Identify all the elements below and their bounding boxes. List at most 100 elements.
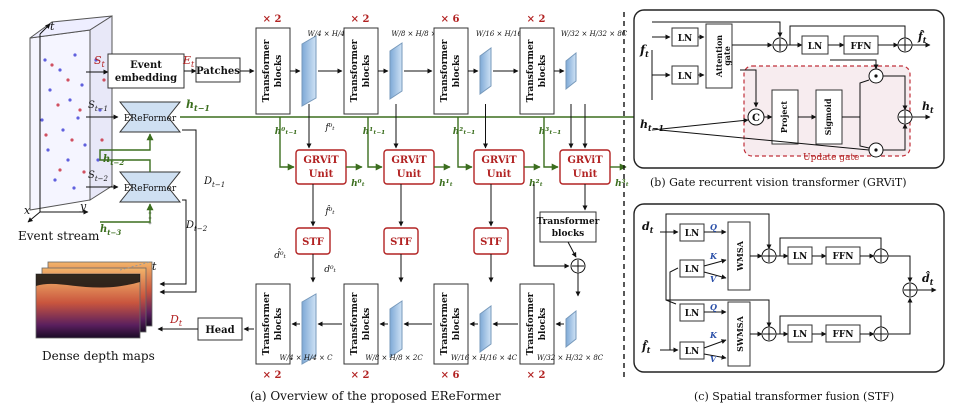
head-label: Head: [205, 325, 234, 336]
ereformer-block-t2: EReFormer: [118, 171, 182, 203]
event-embedding-line2: embedding: [115, 73, 177, 84]
dims-label: W/8 × H/8 × 2C: [391, 30, 449, 38]
stf-ln-2: [679, 259, 705, 278]
dims-label: W/16 × H/16 × 4C: [476, 30, 543, 38]
feature-slab: [479, 47, 492, 95]
axis-t-label: t: [50, 20, 55, 33]
attention-gate-line1: Attention: [714, 35, 724, 78]
repeat-label: × 2: [527, 14, 546, 25]
feature-slab: [479, 305, 492, 353]
h-in-label: h¹ₜ₋₁: [363, 127, 386, 137]
ereformer-label: EReFormer: [124, 184, 177, 194]
feature-slab: [565, 309, 577, 349]
transformer-block-label: Transformer: [526, 292, 536, 355]
feature-slab: [301, 293, 317, 365]
stf-panel: [633, 203, 945, 373]
dims-label: W/32 × H/32 × 8C: [537, 354, 604, 362]
grvit-unit-label: GRViT: [567, 155, 603, 166]
transformer-block-label: Transformer: [440, 292, 450, 355]
transformer-block-bottom: [255, 283, 291, 365]
ereformer-label: EReFormer: [124, 114, 177, 124]
svg-text:Q: Q: [710, 222, 717, 232]
dims-label: W/16 × H/16 × 4C: [451, 354, 518, 362]
flow-arrow: [567, 241, 577, 258]
transformer-block-bottom: [519, 283, 555, 365]
axis-t2-label: t: [152, 260, 157, 273]
svg-text:K: K: [709, 330, 718, 340]
event-stream-label: Event stream: [18, 229, 100, 243]
transformer-block-label: blocks: [538, 308, 548, 341]
h-in-label: h³ₜ₋₁: [539, 127, 562, 137]
dims-label: W/32 × H/32 × 8C: [561, 30, 628, 38]
stf-label: STF: [390, 237, 412, 248]
hidden-arrow: [279, 117, 295, 171]
grvit-unit-label: GRViT: [481, 155, 517, 166]
dims-label: W/8 × H/8 × 2C: [365, 354, 423, 362]
transformer-block-label: Transformer: [262, 39, 272, 102]
svg-text:WMSA: WMSA: [735, 240, 745, 272]
caption-b: (b) Gate recurrent vision transformer (G…: [650, 176, 907, 189]
grvit-unit-label: Unit: [397, 169, 422, 180]
stf-ln-5: [679, 341, 705, 360]
event-embedding-line1: Event: [130, 60, 162, 71]
repeat-label: × 2: [263, 370, 282, 381]
h-in-label: h²ₜ₋₁: [453, 127, 476, 137]
dense-depth-stack: [35, 261, 153, 339]
transformer-block-label: Transformer: [350, 292, 360, 355]
repeat-label: × 2: [351, 14, 370, 25]
transformer-block-label: blocks: [274, 308, 284, 341]
f-out-label: f̂⁰ₜ: [324, 205, 335, 217]
s-t-label: St: [94, 54, 106, 69]
repeat-label: × 2: [263, 14, 282, 25]
svg-text:LN: LN: [685, 309, 700, 319]
caption-a: (a) Overview of the proposed EReFormer: [250, 389, 501, 403]
update-gate-label: Update gate: [803, 153, 859, 163]
grvit-h-t1-label: ht−1: [640, 118, 664, 133]
attention-gate-box: [705, 23, 733, 89]
flow-arrow: [533, 184, 570, 269]
grvit-h-t-label: ht: [922, 100, 934, 115]
transformer-block-label: Transformer: [350, 39, 360, 102]
transformer-block-label: blocks: [362, 55, 372, 88]
transformer-block-bottom: [433, 283, 469, 365]
hidden-arrow: [367, 117, 383, 171]
e-t-label: Et: [182, 54, 195, 69]
feature-slab: [389, 300, 403, 358]
svg-text:LN: LN: [793, 252, 808, 262]
stf-f-hat-label: f̂t: [641, 340, 651, 355]
svg-text:FFN: FFN: [832, 252, 853, 262]
svg-text:Q: Q: [710, 302, 717, 312]
transformer-block-top: [343, 27, 379, 115]
attention-gate-line2: gate: [722, 46, 732, 66]
svg-text:FFN: FFN: [850, 42, 871, 52]
stf-d-hat-label: d̂t: [922, 271, 934, 287]
svg-text:LN: LN: [678, 34, 693, 44]
h-out-label: h²ₜ: [529, 179, 543, 189]
feature-slab: [389, 42, 403, 100]
h-in-label: h⁰ₜ₋₁: [275, 127, 298, 137]
s-t2-label: St−2: [88, 170, 109, 183]
grvit-unit-label: Unit: [309, 169, 334, 180]
svg-text:Project: Project: [779, 101, 789, 133]
stf-d-t-label: dt: [642, 220, 654, 235]
grvit-unit-label: Unit: [487, 169, 512, 180]
h-t1-label: ht−1: [186, 98, 210, 113]
project-box: [771, 89, 799, 145]
h-out-label: h¹ₜ: [439, 179, 453, 189]
transformer-block-label: Transformer: [440, 39, 450, 102]
svg-text:LN: LN: [808, 42, 823, 52]
transformer-block-label: blocks: [538, 55, 548, 88]
dims-label: W/4 × H/4 × C: [280, 354, 334, 362]
patches-label: Patches: [196, 66, 240, 77]
feature-slab: [301, 35, 317, 107]
grvit-unit-label: GRViT: [303, 155, 339, 166]
repeat-label: × 6: [441, 14, 460, 25]
ereformer-block-t1: EReFormer: [118, 101, 182, 133]
svg-text:LN: LN: [685, 229, 700, 239]
svg-text:K: K: [709, 251, 718, 261]
h-t2-label: ht−2: [103, 154, 124, 167]
transformer-block-top: [433, 27, 469, 115]
transformer-block-label: Transformer: [526, 39, 536, 102]
